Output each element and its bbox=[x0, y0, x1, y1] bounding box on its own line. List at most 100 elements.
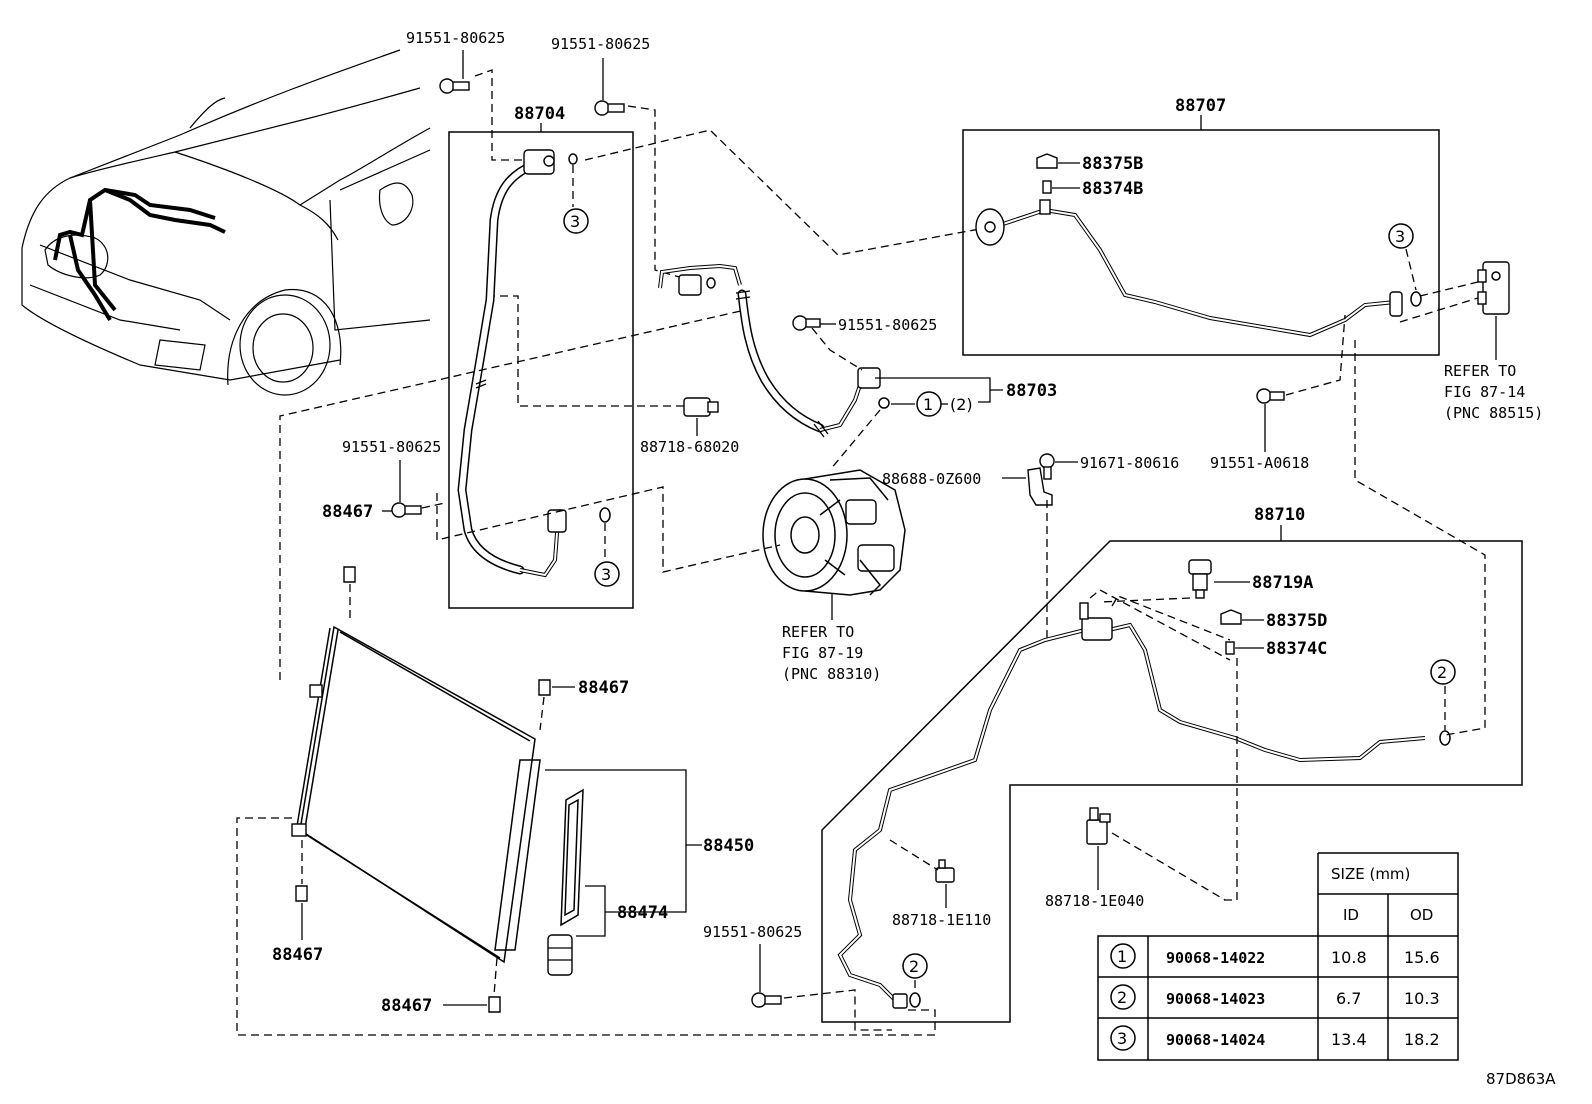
oring-88710-lower bbox=[909, 992, 921, 1008]
callout-paren-2: (2) bbox=[950, 395, 973, 414]
table-row-2-ref: 2 bbox=[1117, 988, 1127, 1007]
ref-expansion-valve-line3: (PNC 88515) bbox=[1444, 404, 1543, 422]
oring-88704-lower bbox=[599, 507, 611, 523]
table-row-1-id: 10.8 bbox=[1331, 948, 1367, 967]
oring-88703-lower bbox=[878, 397, 890, 409]
table-row-1-callout bbox=[1110, 943, 1136, 969]
table-row-2-id: 6.7 bbox=[1336, 989, 1361, 1008]
table-row-3-od: 18.2 bbox=[1404, 1030, 1440, 1049]
bolt-91551-80625-bottom bbox=[751, 992, 782, 1008]
valve-cap-88375b bbox=[1036, 153, 1058, 169]
table-header-od: OD bbox=[1410, 906, 1433, 924]
callout-3-upper bbox=[563, 208, 589, 234]
label-88704: 88704 bbox=[514, 104, 565, 124]
table-row-1-od: 15.6 bbox=[1404, 948, 1440, 967]
label-88375d: 88375D bbox=[1266, 611, 1327, 631]
table-row-1-ref: 1 bbox=[1117, 947, 1127, 966]
ac-compressor bbox=[762, 469, 906, 596]
table-header-id: ID bbox=[1343, 906, 1359, 924]
table-row-3-callout bbox=[1110, 1025, 1136, 1051]
label-88467-bottom: 88467 bbox=[381, 996, 432, 1016]
oring-size-table bbox=[1097, 852, 1459, 1061]
ref-compressor-line1: REFER TO bbox=[782, 623, 854, 641]
cushion-88467-left-lower bbox=[295, 885, 308, 902]
callout-2-88710-lower bbox=[902, 953, 928, 979]
label-91551-80625-bottom: 91551-80625 bbox=[703, 923, 802, 941]
table-row-3-id: 13.4 bbox=[1331, 1030, 1367, 1049]
bracket-88688-0z600 bbox=[1027, 467, 1053, 506]
bolt-91551-a0618 bbox=[1256, 388, 1285, 404]
label-88467-left-lower: 88467 bbox=[272, 945, 323, 965]
ref-compressor-line2: FIG 87-19 bbox=[782, 644, 863, 662]
expansion-valve bbox=[1477, 261, 1510, 315]
tube-88707-group-box bbox=[962, 129, 1440, 356]
label-88374b: 88374B bbox=[1082, 179, 1143, 199]
label-91551-80625-top-left: 91551-80625 bbox=[406, 29, 505, 47]
label-88718-1e110: 88718-1E110 bbox=[892, 911, 991, 929]
bolt-91551-80625-top-mid bbox=[594, 100, 625, 116]
label-91551-80625-mid: 91551-80625 bbox=[838, 316, 937, 334]
clamp-88718-1e040 bbox=[1086, 807, 1111, 845]
table-row-1-part: 90068-14022 bbox=[1166, 949, 1265, 967]
oring-88704-upper bbox=[568, 153, 578, 165]
table-header-size: SIZE (mm) bbox=[1331, 865, 1410, 883]
bolt-91551-80625-mid bbox=[792, 315, 821, 331]
callout-2-88710-right-text: 2 bbox=[1437, 663, 1447, 682]
label-88375b: 88375B bbox=[1082, 154, 1143, 174]
callout-3-lower bbox=[594, 561, 620, 587]
callout-3-88707-text: 3 bbox=[1395, 227, 1405, 246]
label-88450: 88450 bbox=[703, 836, 754, 856]
label-88467-right-upper: 88467 bbox=[578, 678, 629, 698]
table-row-2-callout bbox=[1110, 984, 1136, 1010]
diagram-code: 87D863A bbox=[1486, 1070, 1556, 1088]
oring-88703-upper bbox=[706, 277, 716, 289]
label-88710: 88710 bbox=[1254, 505, 1305, 525]
bolt-91551-80625-top-left bbox=[439, 78, 470, 94]
clamp-88718-1e110 bbox=[935, 859, 955, 883]
ref-expansion-valve-line2: FIG 87-14 bbox=[1444, 383, 1525, 401]
clamp-88718-68020 bbox=[683, 397, 719, 417]
bolt-91551-80625-left bbox=[391, 502, 422, 518]
label-91671-80616: 91671-80616 bbox=[1080, 454, 1179, 472]
label-88374c: 88374C bbox=[1266, 639, 1327, 659]
suction-hose-88703 bbox=[658, 263, 881, 438]
callout-2-88710-right bbox=[1430, 659, 1456, 685]
label-88707: 88707 bbox=[1175, 96, 1226, 116]
label-88703: 88703 bbox=[1006, 381, 1057, 401]
cushion-88467-bottom bbox=[488, 996, 501, 1013]
callout-1-text: 1 bbox=[923, 395, 933, 414]
label-88718-1e040: 88718-1E040 bbox=[1045, 892, 1144, 910]
label-91551-80625-top-mid: 91551-80625 bbox=[551, 35, 650, 53]
cushion-88467-right-upper bbox=[538, 679, 551, 696]
label-91551-a0618: 91551-A0618 bbox=[1210, 454, 1309, 472]
valve-core-88374c bbox=[1225, 641, 1235, 655]
callout-3-upper-text: 3 bbox=[570, 212, 580, 231]
cushion-88467-left-upper bbox=[343, 566, 356, 583]
table-row-3-part: 90068-14024 bbox=[1166, 1031, 1265, 1049]
filter-88474 bbox=[547, 788, 584, 976]
oring-88710-right bbox=[1439, 730, 1451, 746]
liquid-tube-88707 bbox=[975, 199, 1403, 338]
table-row-3-ref: 3 bbox=[1117, 1029, 1127, 1048]
tube-88710-group-box bbox=[821, 540, 1523, 1023]
table-row-2-part: 90068-14023 bbox=[1166, 990, 1265, 1008]
callout-3-lower-text: 3 bbox=[601, 565, 611, 584]
condenser-88450 bbox=[291, 625, 541, 964]
ref-expansion-valve-line1: REFER TO bbox=[1444, 362, 1516, 380]
discharge-hose-88704 bbox=[457, 149, 567, 578]
ref-compressor-line3: (PNC 88310) bbox=[782, 665, 881, 683]
callout-2-88710-lower-text: 2 bbox=[909, 957, 919, 976]
pressure-sensor-88719a bbox=[1188, 559, 1212, 599]
vehicle-outline bbox=[21, 49, 431, 396]
table-row-2-od: 10.3 bbox=[1404, 989, 1440, 1008]
oring-88707 bbox=[1410, 291, 1422, 307]
label-88719a: 88719A bbox=[1252, 573, 1313, 593]
label-88688-0z600: 88688-0Z600 bbox=[882, 470, 981, 488]
bolt-91671-80616 bbox=[1039, 453, 1055, 480]
label-88474: 88474 bbox=[617, 903, 668, 923]
callout-3-88707 bbox=[1388, 223, 1414, 249]
liquid-tube-88710 bbox=[837, 602, 1426, 1009]
valve-cap-88375d bbox=[1220, 609, 1242, 625]
label-91551-80625-left: 91551-80625 bbox=[342, 438, 441, 456]
